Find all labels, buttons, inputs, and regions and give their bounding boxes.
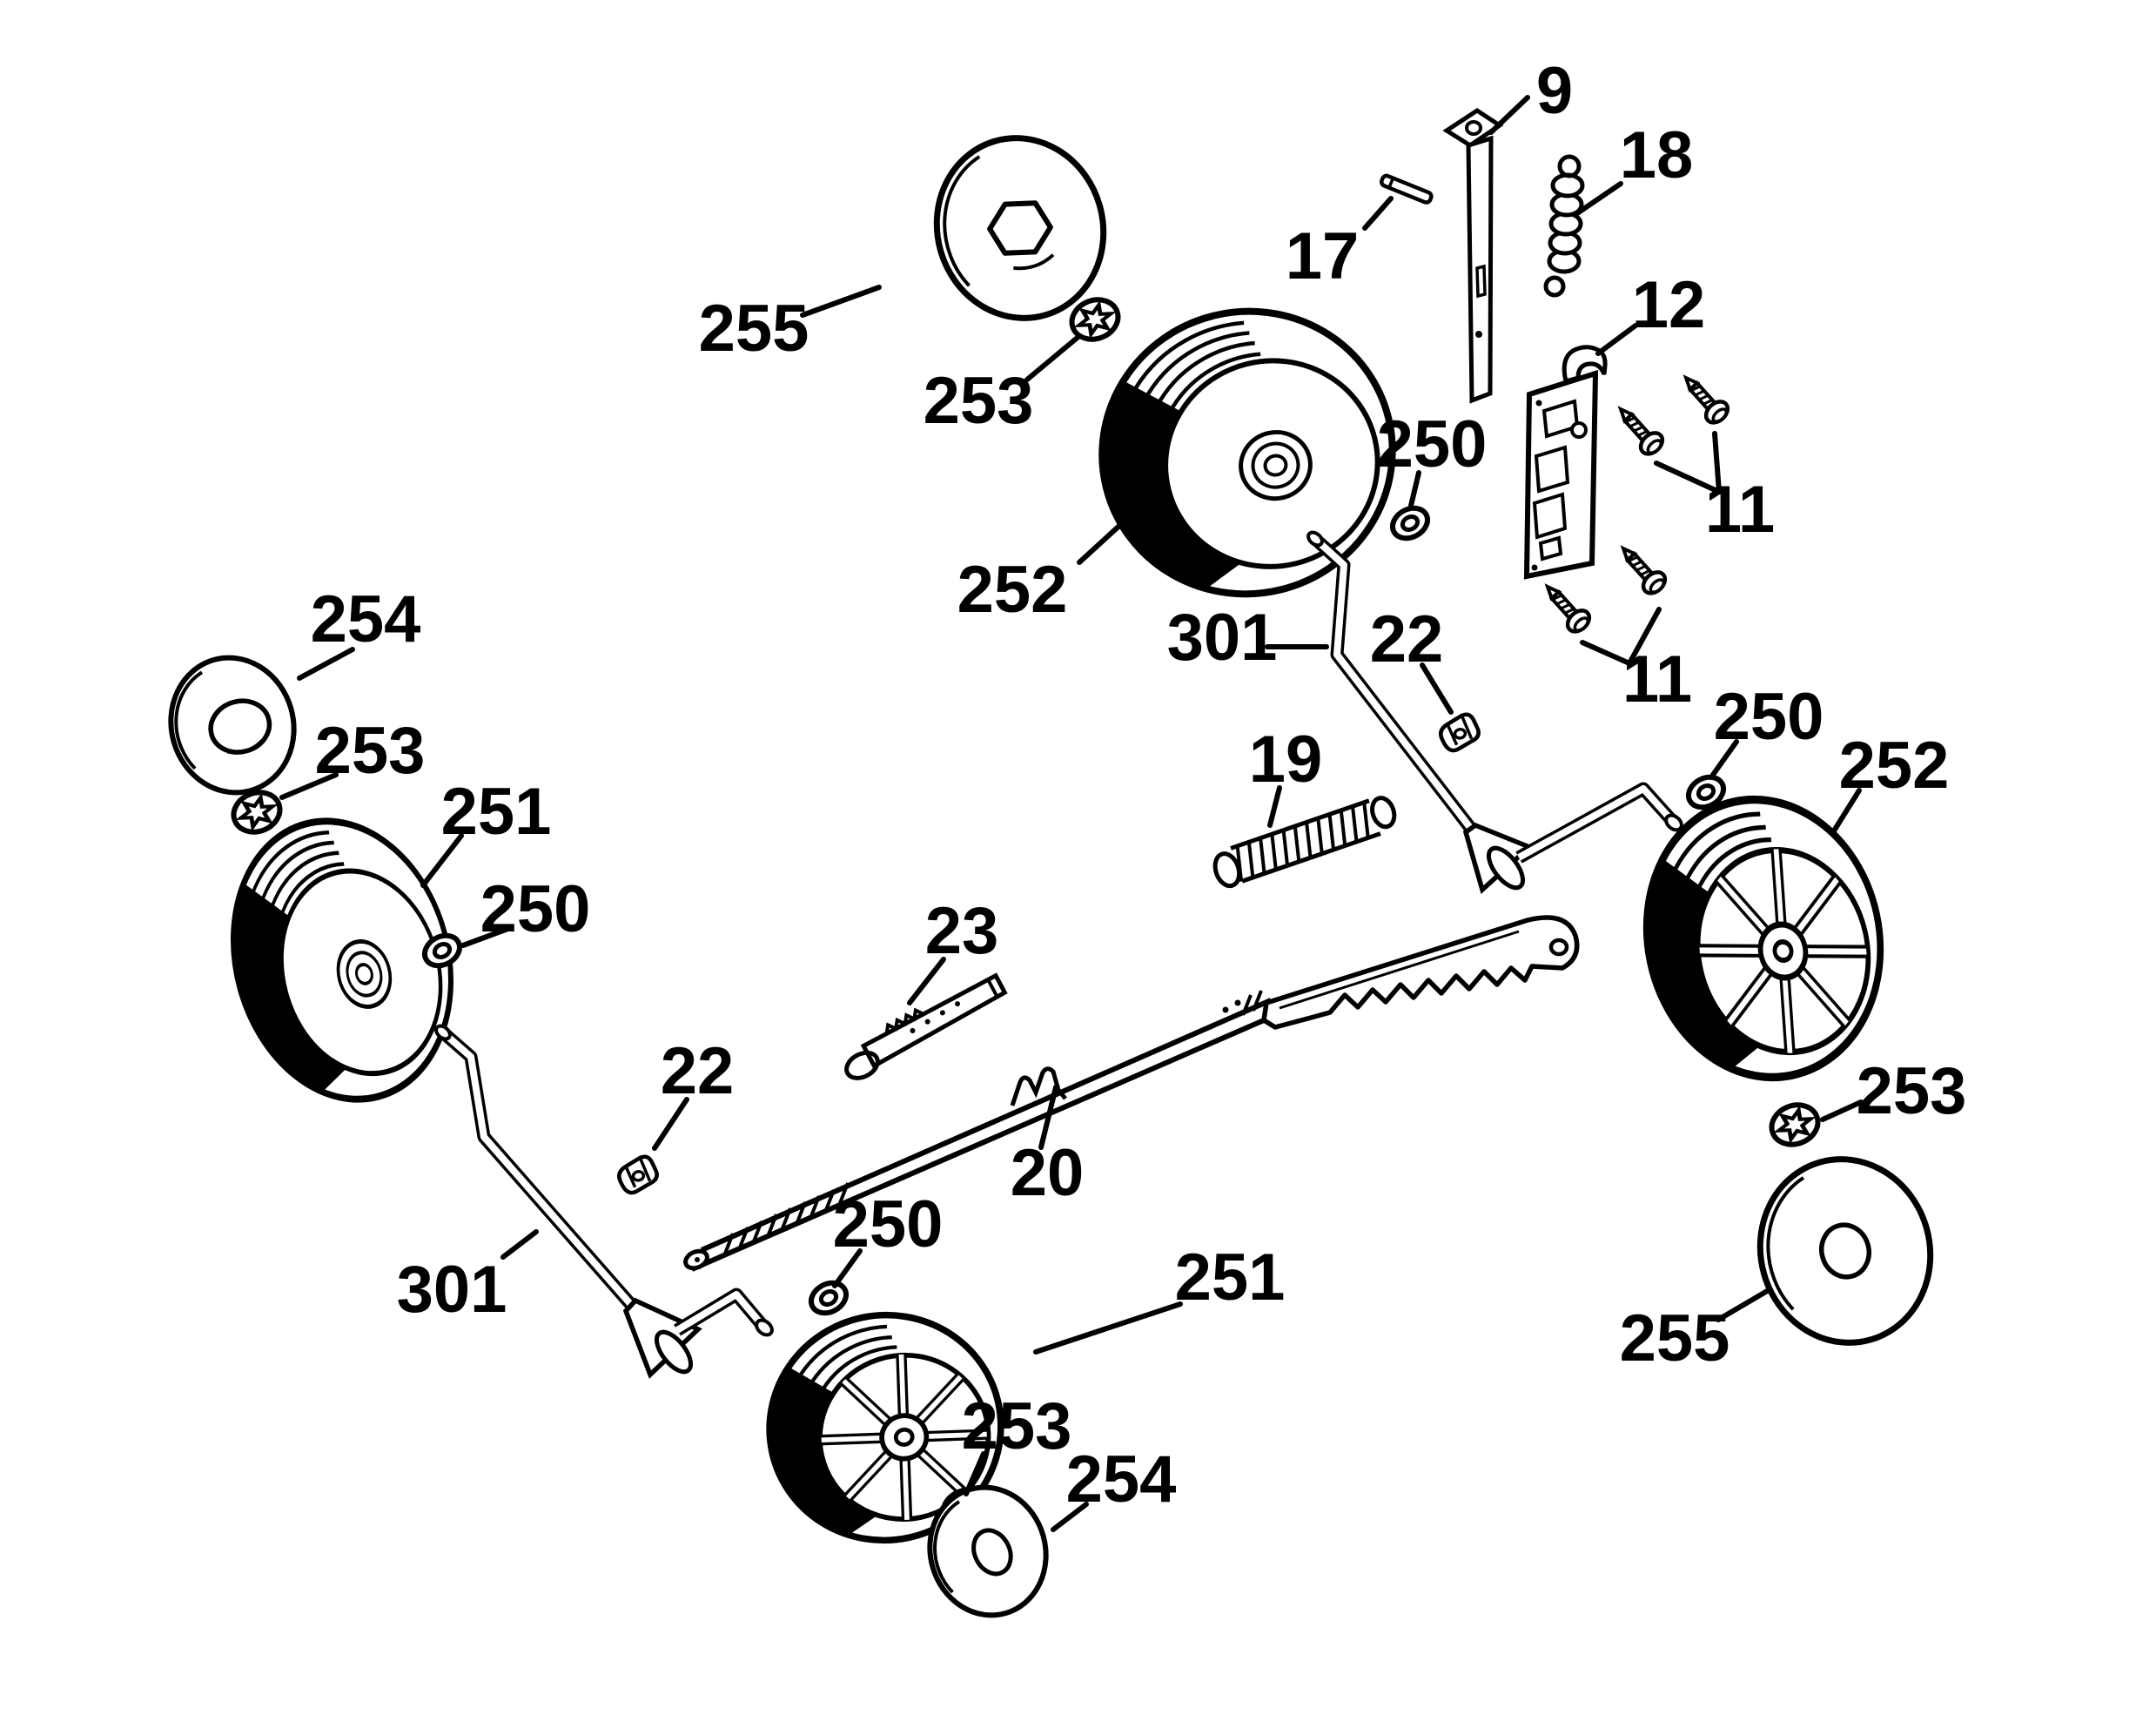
part-253-lock-washer-right xyxy=(1766,1099,1824,1151)
callout-250-top: 250 xyxy=(1377,407,1488,481)
part-301-axle-arm-top xyxy=(1306,530,1683,895)
callout-253-right: 253 xyxy=(1857,1054,1967,1128)
callout-250-right: 250 xyxy=(1714,680,1824,754)
part-254-hub-cap-bottom xyxy=(927,1484,1049,1618)
callout-253-top: 253 xyxy=(924,364,1034,438)
part-9-handle-strap xyxy=(1442,108,1504,404)
part-19-extension-spring xyxy=(1212,796,1397,889)
callout-labels: 9 17 18 12 11 11 255 253 252 250 301 22 … xyxy=(311,54,1967,1516)
callout-250-bottom: 250 xyxy=(833,1187,944,1261)
callout-23: 23 xyxy=(925,894,999,968)
part-12-mounting-bracket xyxy=(1523,345,1608,580)
callout-19: 19 xyxy=(1249,723,1323,797)
part-250-washer-top xyxy=(1387,502,1433,544)
part-255-hub-cap-bottom-right xyxy=(1756,1156,1934,1346)
part-23-adjuster-rack xyxy=(844,972,1008,1080)
callout-254-bottom: 254 xyxy=(1066,1442,1177,1516)
callout-11-upper: 11 xyxy=(1705,473,1775,547)
callout-20: 20 xyxy=(1011,1136,1085,1210)
part-252-wheel-top xyxy=(1072,280,1423,624)
callout-17: 17 xyxy=(1286,219,1360,293)
part-22-clip-top xyxy=(1438,713,1481,752)
callout-22-top: 22 xyxy=(1370,602,1444,676)
callout-255-bottom-right: 255 xyxy=(1620,1301,1730,1375)
callout-255-top: 255 xyxy=(699,292,809,366)
callout-18: 18 xyxy=(1620,118,1694,192)
part-17-pin xyxy=(1380,173,1434,205)
part-18-coil-spring xyxy=(1543,154,1585,298)
callout-11-lower: 11 xyxy=(1622,642,1692,716)
part-255-hub-cap-top xyxy=(933,135,1107,321)
callout-22-bottom: 22 xyxy=(661,1034,735,1108)
part-22-clip-bottom xyxy=(616,1155,659,1194)
callout-250-left: 250 xyxy=(480,872,591,946)
callout-9: 9 xyxy=(1536,54,1573,128)
part-301-axle-arm-bottom xyxy=(434,1024,774,1379)
callout-301-bottom: 301 xyxy=(397,1253,507,1327)
callout-251-bottom: 251 xyxy=(1175,1241,1286,1314)
part-20-adjuster-rod xyxy=(683,915,1580,1272)
part-250-washer-bottom xyxy=(806,1277,851,1319)
leader-lines xyxy=(279,95,1864,1532)
callout-252-right: 252 xyxy=(1839,729,1950,803)
callout-253-bottom: 253 xyxy=(962,1389,1072,1463)
callout-254-left: 254 xyxy=(311,582,421,656)
callout-253-left: 253 xyxy=(315,714,426,788)
callout-12: 12 xyxy=(1632,268,1706,342)
callout-252-top: 252 xyxy=(957,553,1068,627)
callout-301-top: 301 xyxy=(1167,601,1278,675)
callout-251-left: 251 xyxy=(441,775,552,849)
part-252-wheel-right xyxy=(1622,777,1906,1099)
part-254-hub-cap-left xyxy=(168,655,297,796)
